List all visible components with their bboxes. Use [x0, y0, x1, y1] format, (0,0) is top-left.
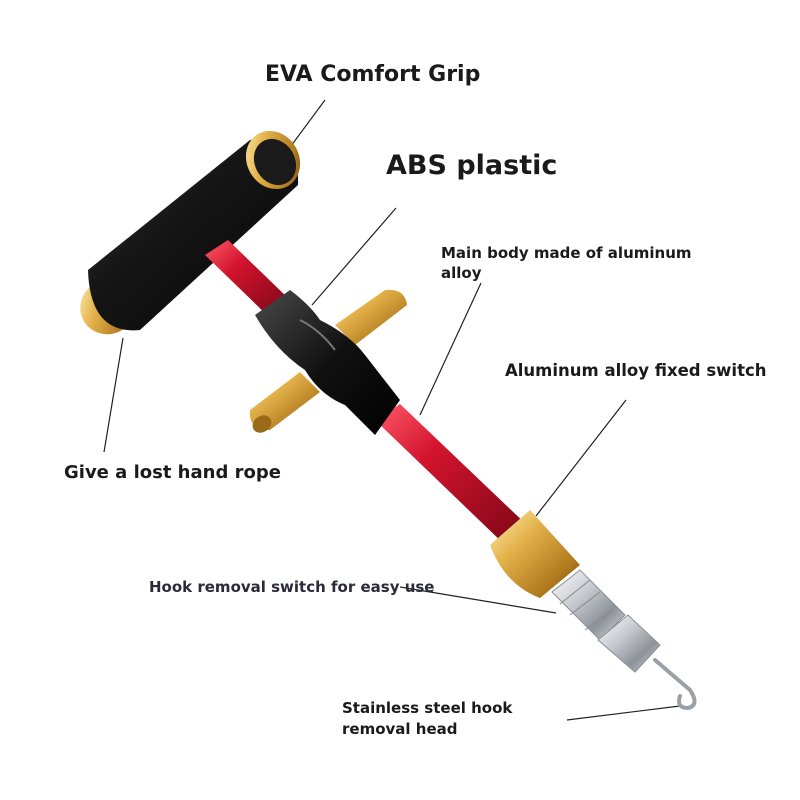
label-abs-plastic: ABS plastic	[386, 150, 558, 181]
label-hand-rope: Give a lost hand rope	[64, 462, 281, 483]
aluminum-shaft	[205, 240, 530, 545]
steel-hook	[653, 658, 697, 711]
label-steel-head: Stainless steel hook removal head	[342, 699, 513, 738]
label-main-body: Main body made of aluminum alloy	[441, 244, 692, 282]
cross-pins	[249, 289, 407, 433]
removal-switch	[551, 569, 661, 673]
leader-lines	[103, 99, 681, 721]
label-eva-grip: EVA Comfort Grip	[265, 62, 481, 87]
abs-hub	[255, 290, 400, 435]
eva-grip	[88, 130, 301, 331]
label-removal-switch: Hook removal switch for easy use	[149, 578, 435, 596]
fixed-switch	[490, 510, 580, 598]
label-fixed-switch: Aluminum alloy fixed switch	[505, 361, 767, 380]
